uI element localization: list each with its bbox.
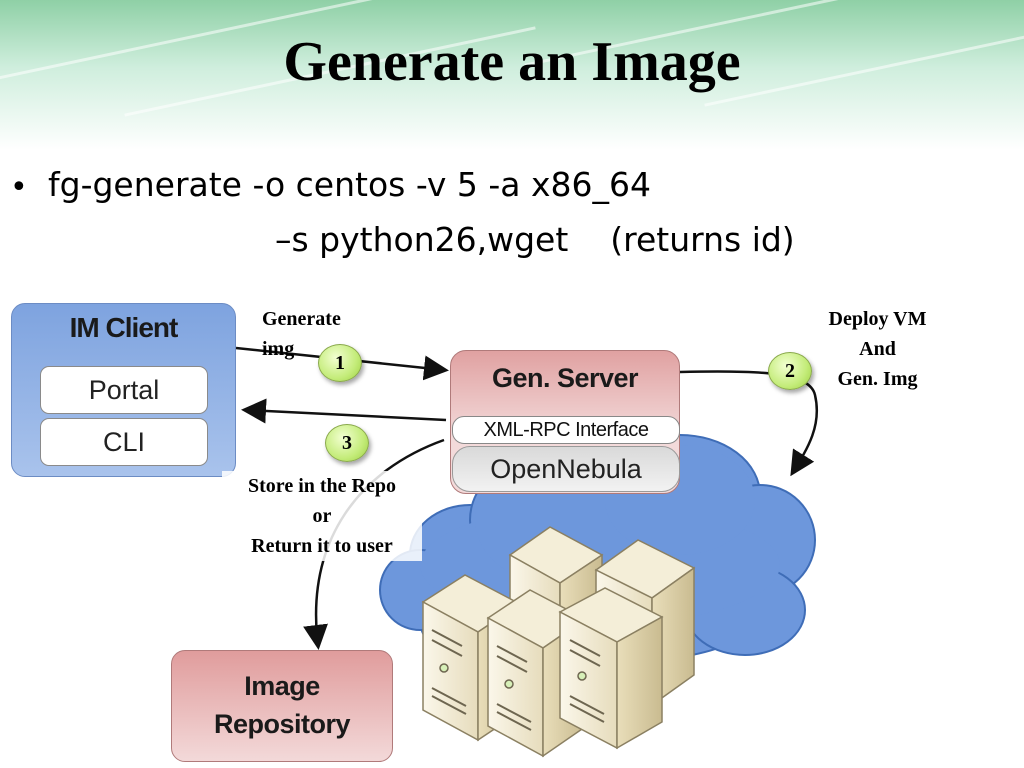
- portal-box: Portal: [40, 366, 208, 414]
- cli-box: CLI: [40, 418, 208, 466]
- image-repository-box: Image Repository: [171, 650, 393, 762]
- step-badge-3: 3: [325, 424, 369, 462]
- arrow-deploy: [679, 370, 819, 477]
- slide-title: Generate an Image: [283, 31, 741, 93]
- step-badge-2: 2: [768, 352, 812, 390]
- opennebula-box: OpenNebula: [452, 446, 680, 492]
- image-repository-title: Image Repository: [213, 671, 351, 739]
- im-client-box: IM Client Portal CLI: [11, 303, 236, 477]
- label-store-repo: Store in the Repo or Return it to user: [222, 471, 422, 561]
- xml-rpc-interface-box: XML-RPC Interface: [452, 416, 680, 444]
- im-client-title: IM Client: [69, 312, 179, 343]
- bullet-command-line-1: fg-generate -o centos -v 5 -a x86_64: [48, 165, 651, 204]
- step-badge-1: 1: [318, 344, 362, 382]
- bullet-command-line-2: –s python26,wget (returns id): [275, 220, 795, 259]
- label-deploy-vm: Deploy VM And Gen. Img: [828, 308, 927, 390]
- arrow-return: [241, 398, 447, 424]
- server-rack-icon: [421, 526, 696, 758]
- header-background: [0, 0, 1024, 150]
- bullet-marker: •: [10, 170, 28, 205]
- label-generate-img: Generate img: [262, 308, 341, 360]
- gen-server-title: Gen. Server: [491, 363, 639, 393]
